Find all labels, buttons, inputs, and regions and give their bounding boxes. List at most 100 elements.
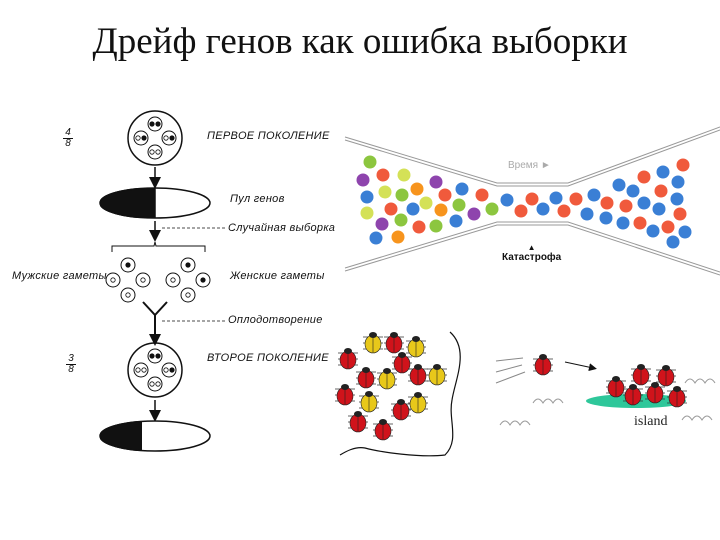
triangle-up-icon: ▲ [527,243,536,252]
allele-ball [467,207,481,221]
allele-ball [666,235,680,249]
allele-dot [141,135,147,141]
ladybug [335,384,355,406]
individual-circle [147,348,163,364]
individual-circle [161,130,177,146]
allele-ball [549,191,563,205]
gamete-circle [120,257,136,273]
allele-ball [536,202,550,216]
allele-dot [149,381,155,387]
ladybug-head [612,376,620,382]
ladybug-head [637,364,645,370]
ladybug [348,411,368,433]
ladybug [392,352,412,374]
brace [111,241,206,252]
ladybug [408,364,428,386]
allele-ball [391,230,405,244]
ladybug-founder-diagram [335,331,716,457]
ladybug [645,382,665,404]
bottleneck-wall [344,221,720,273]
arrow [564,361,597,372]
allele-ball [429,219,443,233]
genetic-drift-scheme [99,110,226,452]
habitat-border [339,331,461,457]
allele-ball [676,158,690,172]
allele-ball [557,204,571,218]
ladybug [656,365,676,387]
allele-dot [185,262,191,268]
allele-ball [600,196,614,210]
allele-ball [626,184,640,198]
allele-dot [155,381,161,387]
allele-dot [140,277,146,283]
allele-ball [619,199,633,213]
female-gametes-label: Женские гаметы [230,270,325,282]
ladybug-head [362,367,370,373]
individual-circle [147,144,163,160]
ladybug-head [414,392,422,398]
bottleneck-wall [344,129,720,187]
allele-ball [569,192,583,206]
allele-ball [525,192,539,206]
ladybug-head [365,391,373,397]
allele-ball [637,170,651,184]
ladybug [356,367,376,389]
allele-ball [671,175,685,189]
allele-ball [360,206,374,220]
ladybug [623,384,643,406]
allele-ball [678,225,692,239]
allele-dot [110,277,116,283]
allele-ball [375,217,389,231]
ladybug-head [398,352,406,358]
allele-ball [452,198,466,212]
gamete-circle [135,272,151,288]
allele-ball [670,192,684,206]
bottleneck-wall [344,224,720,276]
allele-ball [429,175,443,189]
water-wave [681,415,713,421]
allele-ball [410,182,424,196]
ladybug [667,386,687,408]
allele-ball [363,155,377,169]
allele-dot [163,367,169,373]
ladybug-head [412,336,420,342]
ladybug-head [379,419,387,425]
allele-ball [656,165,670,179]
allele-ball [455,182,469,196]
allele-dot [155,149,161,155]
ladybug-head [662,365,670,371]
ladybug [384,332,404,354]
allele-ball [412,220,426,234]
motion-line [495,357,524,362]
pool-dark-part [100,188,155,218]
allele-ball [616,216,630,230]
allele-ball [384,202,398,216]
water-wave [532,398,564,404]
allele-ball [360,190,374,204]
individual-circle [147,376,163,392]
allele-dot [169,367,175,373]
ladybug [391,399,411,421]
ladybug [408,392,428,414]
water-wave [499,420,531,426]
allele-ball [500,193,514,207]
ladybug-head [651,382,659,388]
male-gametes-label: Мужские гаметы [12,270,107,282]
bottleneck-wall [344,126,720,184]
ladybug-head [397,399,405,405]
gamete-circle [180,257,196,273]
allele-ball [395,188,409,202]
allele-ball [369,231,383,245]
allele-ball [612,178,626,192]
allele-ball [646,224,660,238]
slide-title: Дрейф генов как ошибка выборки [92,21,628,62]
ladybug [363,332,383,354]
motion-line [495,371,526,384]
individual-circle [133,130,149,146]
allele-dot [170,277,176,283]
ladybug-head [539,354,547,360]
allele-dot [169,135,175,141]
ladybug [606,376,626,398]
